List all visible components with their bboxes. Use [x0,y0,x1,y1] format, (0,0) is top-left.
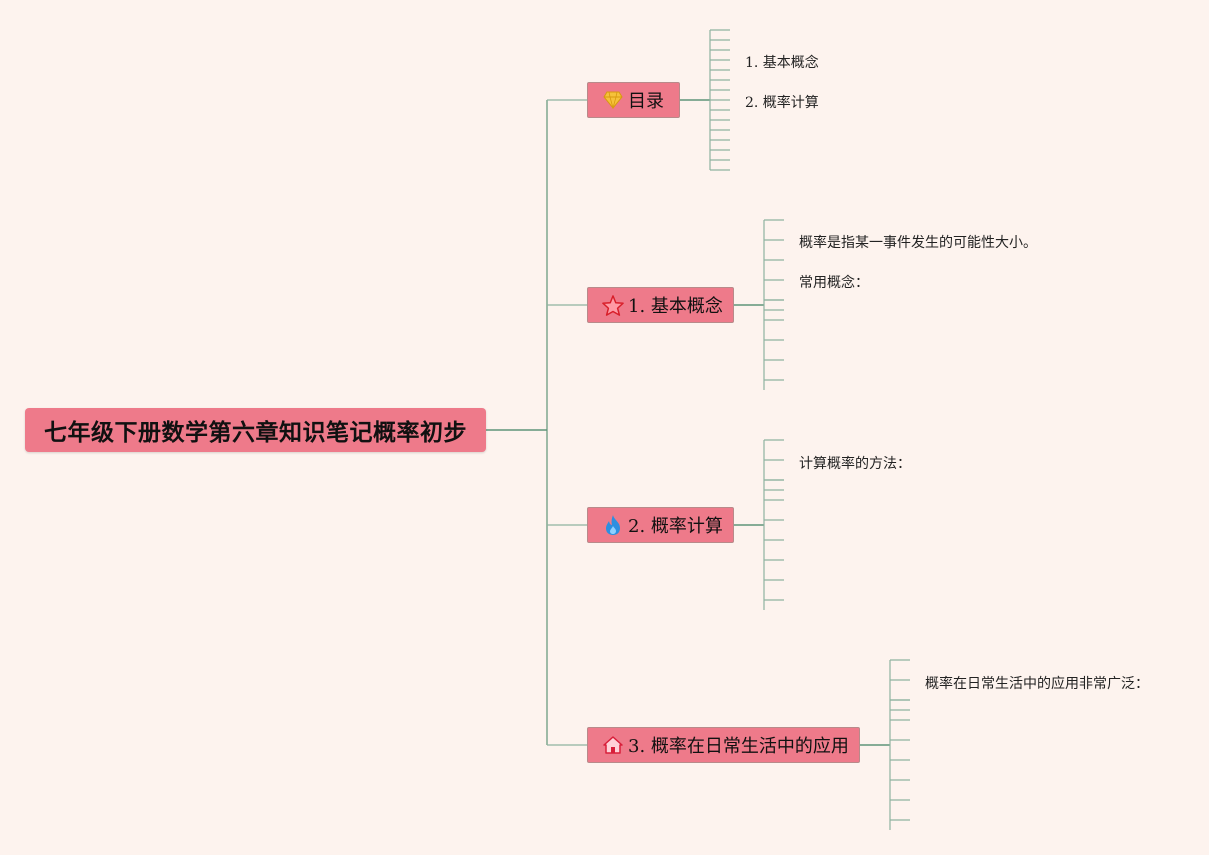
basic-concept-definition[interactable]: 概率是指某一事件发生的可能性大小。 [799,235,1037,251]
star-icon [602,294,624,316]
calc-methods[interactable]: 计算概率的方法： [799,456,911,472]
basic-concept-common[interactable]: 常用概念： [799,275,869,291]
application-description[interactable]: 概率在日常生活中的应用非常广泛： [925,676,1149,692]
diamond-icon [602,89,624,111]
branch-toc-label: 目录 [628,91,664,112]
toc-item-calc[interactable]: 2. 概率计算 [745,95,819,111]
branch-daily-application-label: 3. 概率在日常生活中的应用 [628,736,849,757]
root-topic[interactable]: 七年级下册数学第六章知识笔记概率初步 [25,408,486,452]
home-icon [602,734,624,756]
flame-icon [602,514,624,536]
branch-probability-calc[interactable]: 2. 概率计算 [587,507,734,543]
branch-basic-concepts-label: 1. 基本概念 [628,296,723,317]
root-topic-label: 七年级下册数学第六章知识笔记概率初步 [44,420,467,446]
branch-toc[interactable]: 目录 [587,82,680,118]
branch-probability-calc-label: 2. 概率计算 [628,516,723,537]
branch-daily-application[interactable]: 3. 概率在日常生活中的应用 [587,727,860,763]
branch-basic-concepts[interactable]: 1. 基本概念 [587,287,734,323]
toc-item-basic[interactable]: 1. 基本概念 [745,55,819,71]
